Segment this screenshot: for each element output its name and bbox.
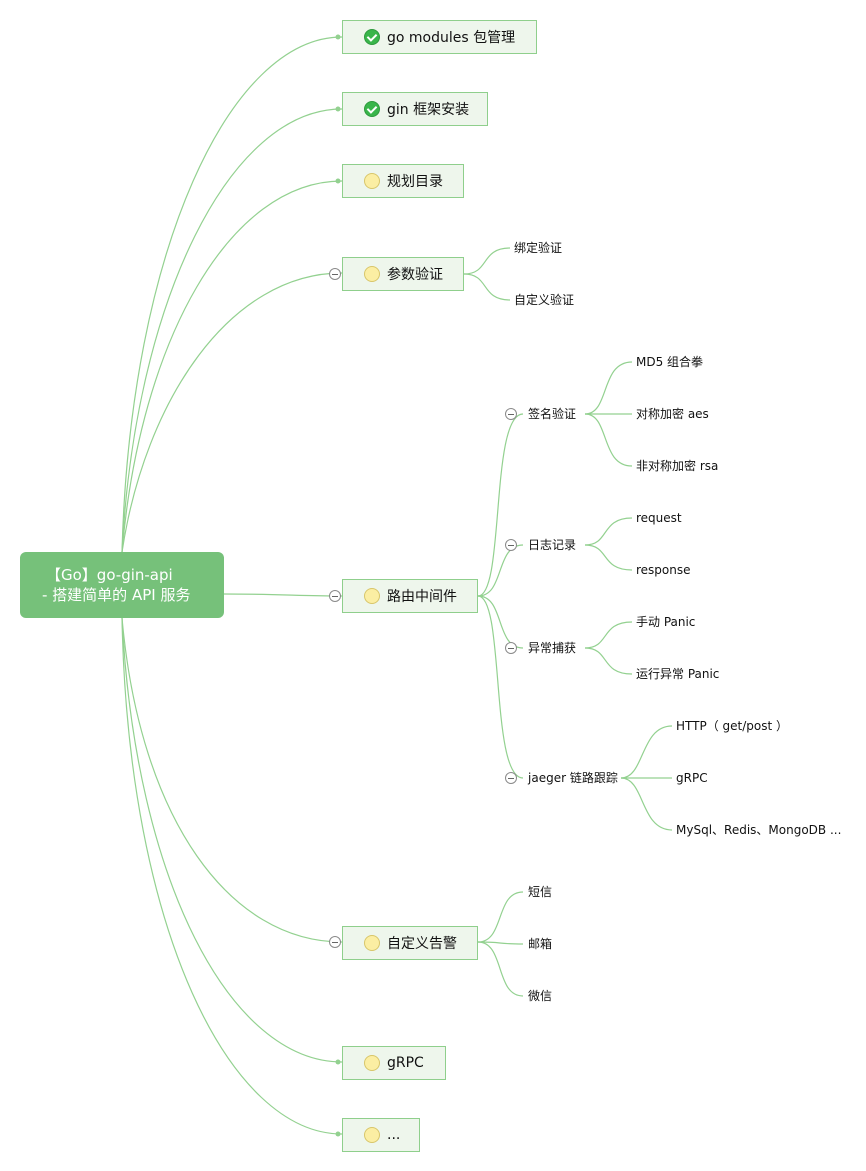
leaf-grpc[interactable]: gRPC	[676, 771, 708, 785]
leaf-md5[interactable]: MD5 组合拳	[636, 355, 704, 369]
topic-param-validation[interactable]: 参数验证	[342, 257, 464, 291]
leaf-email[interactable]: 邮箱	[528, 937, 553, 951]
edge-sign-3	[584, 413, 633, 467]
collapse-toggle-icon[interactable]	[505, 642, 517, 654]
subtopic-bind-validation[interactable]: 绑定验证	[514, 241, 563, 255]
root-title-line2: - 搭建简单的 API 服务	[42, 586, 191, 604]
topic-more[interactable]: ...	[342, 1118, 420, 1152]
leaf-sms[interactable]: 短信	[528, 885, 553, 899]
edge-root-topic-1	[121, 36, 343, 553]
topic-grpc[interactable]: gRPC	[342, 1046, 446, 1080]
edge-log-1	[584, 517, 633, 546]
subtopic-logging[interactable]: 日志记录	[528, 538, 577, 552]
check-icon	[364, 101, 380, 117]
topic-custom-alert[interactable]: 自定义告警	[342, 926, 478, 960]
topic-gin-install[interactable]: gin 框架安装	[342, 92, 488, 126]
topic-route-middleware[interactable]: 路由中间件	[342, 579, 478, 613]
leaf-http[interactable]: HTTP（ get/post ）	[676, 719, 789, 733]
edge-root-topic-4	[121, 272, 343, 553]
edge-root-topic-7	[121, 617, 343, 1063]
topic-label: 自定义告警	[387, 936, 457, 952]
topic-label: gRPC	[387, 1055, 424, 1071]
edge-root-topic-5	[223, 593, 343, 597]
pending-dot-icon	[364, 173, 380, 189]
root-title-line1: 【Go】go-gin-api	[46, 566, 173, 584]
subtopic-signature[interactable]: 签名验证	[528, 407, 577, 421]
leaf-request[interactable]: request	[636, 511, 682, 525]
collapse-toggle-icon[interactable]	[505, 772, 517, 784]
topic-label: 路由中间件	[387, 589, 457, 605]
edge-alert-2	[477, 941, 524, 945]
leaf-rsa[interactable]: 非对称加密 rsa	[636, 459, 719, 473]
edge-alert-1	[477, 891, 524, 943]
collapse-toggle-icon[interactable]	[329, 268, 341, 280]
subtopic-jaeger[interactable]: jaeger 链路跟踪	[528, 771, 618, 785]
leaf-manual-panic[interactable]: 手动 Panic	[636, 615, 696, 629]
edge-jaeger-3	[620, 777, 673, 831]
edge-mw-4	[477, 595, 524, 779]
edge-alert-3	[477, 941, 524, 997]
pending-dot-icon	[364, 1055, 380, 1071]
subtopic-custom-validation[interactable]: 自定义验证	[514, 293, 575, 307]
subtopic-exception[interactable]: 异常捕获	[528, 641, 577, 655]
edge-param-1	[463, 247, 511, 275]
root-node[interactable]: 【Go】go-gin-api - 搭建简单的 API 服务	[20, 552, 224, 618]
edge-exc-1	[584, 621, 633, 649]
pending-dot-icon	[364, 1127, 380, 1143]
topic-label: ...	[387, 1127, 401, 1143]
collapse-toggle-icon[interactable]	[505, 408, 517, 420]
edge-sign-1	[584, 361, 633, 415]
edge-root-topic-8	[121, 617, 343, 1135]
edge-jaeger-1	[620, 725, 673, 779]
topic-label: go modules 包管理	[387, 30, 516, 46]
topic-label: 参数验证	[387, 267, 443, 283]
topic-label: 规划目录	[387, 174, 443, 190]
edge-root-topic-2	[121, 108, 343, 553]
leaf-response[interactable]: response	[636, 563, 691, 577]
edge-param-2	[463, 273, 511, 301]
edge-mw-2	[477, 544, 524, 597]
edge-mw-1	[477, 413, 524, 597]
collapse-toggle-icon[interactable]	[329, 936, 341, 948]
leaf-wechat[interactable]: 微信	[528, 989, 553, 1003]
check-icon	[364, 29, 380, 45]
leaf-aes[interactable]: 对称加密 aes	[636, 407, 709, 421]
edge-root-topic-3	[121, 180, 343, 553]
topic-label: gin 框架安装	[387, 102, 470, 118]
collapse-toggle-icon[interactable]	[329, 590, 341, 602]
leaf-databases[interactable]: MySql、Redis、MongoDB ...	[676, 823, 842, 837]
edge-root-topic-6	[121, 617, 343, 943]
topic-plan-directory[interactable]: 规划目录	[342, 164, 464, 198]
edge-exc-2	[584, 647, 633, 675]
edge-log-2	[584, 544, 633, 571]
collapse-toggle-icon[interactable]	[505, 539, 517, 551]
edge-mw-3	[477, 595, 524, 649]
pending-dot-icon	[364, 935, 380, 951]
pending-dot-icon	[364, 588, 380, 604]
topic-go-modules[interactable]: go modules 包管理	[342, 20, 537, 54]
pending-dot-icon	[364, 266, 380, 282]
leaf-runtime-panic[interactable]: 运行异常 Panic	[636, 667, 720, 681]
